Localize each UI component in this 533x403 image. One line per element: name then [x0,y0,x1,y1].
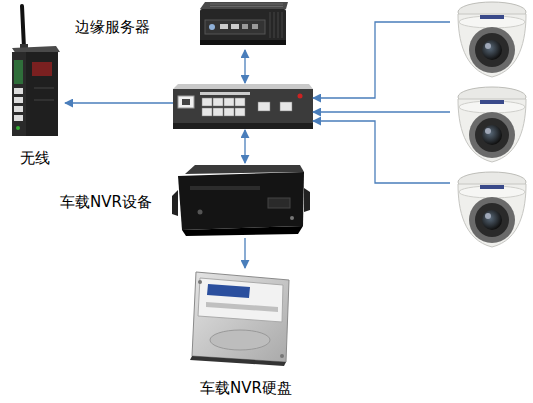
edge-server-device [200,2,288,9]
dome-camera [458,172,526,247]
edge-server-device [242,24,248,29]
hard-disk-device [207,284,250,298]
hard-disk-device [190,272,289,366]
network-switch-device [173,84,313,89]
network-switch-device [202,98,292,116]
edge-server-device [200,2,288,45]
edge-server-device [209,24,215,30]
edge-server-device [220,24,228,29]
edge-server-device [200,9,286,42]
connector-arrow [244,238,245,268]
wireless-router-device [16,126,20,130]
wireless-router-device [32,62,52,76]
network-switch-device [224,108,234,116]
vehicle-nvr-device [178,172,304,230]
edge-server-device [252,24,258,29]
node-label: 边缘服务器 [75,18,190,36]
vehicle-nvr-device [172,165,310,236]
network-switch-device [213,98,223,106]
edge-server-device [270,12,271,38]
network-switch-device [258,102,270,111]
connector-arrow [313,22,450,98]
hard-disk-device [280,354,284,358]
wireless-router-device [22,6,24,48]
camera-node [450,0,533,78]
edge-server-device [282,12,283,38]
edge-server-device [205,20,265,34]
camera-node [450,85,533,163]
wireless-router-device [14,106,23,112]
hard-disk-device [192,272,289,362]
wireless-router-device [14,97,23,103]
network-switch-device [298,94,303,99]
network-switch-device [202,108,212,116]
edge-server-device [231,24,239,29]
wireless-router-device [34,100,54,101]
nvr-node: 车载NVR设备 [60,163,305,238]
hard-disk-device [210,330,270,350]
vehicle-nvr-device [290,216,294,220]
edge-server-device [200,40,286,45]
hard-disk-device [190,356,286,366]
edge-server-device [278,12,279,38]
network-switch-device [173,84,313,129]
network-switch-device [235,98,245,106]
edge-server-device [274,12,275,38]
connector-arrow [313,111,450,112]
wireless-router-device [14,115,23,121]
network-switch-device [213,108,223,116]
dome-camera [458,2,526,77]
network-switch-device [202,98,212,106]
hard-disk-device [206,302,278,312]
vehicle-nvr-device [198,210,203,215]
dome-camera [458,87,526,162]
node-label: 车载NVR硬盘 [180,379,312,397]
wireless-node: 无线 [5,30,65,170]
network-switch-device [224,98,234,106]
connector-arrow [313,121,450,183]
wireless-router-device [12,52,26,136]
wireless-router-device [12,52,58,136]
node-label: 无线 [5,149,65,167]
network-switch-device [173,123,313,129]
network-switch-device [235,108,245,116]
connector-arrow [244,130,245,163]
disk-node: 车载NVR硬盘 [180,268,310,398]
camera-node [450,170,533,248]
server-node: 边缘服务器 [75,0,290,50]
switch-node [173,83,313,130]
wireless-router-device [12,6,60,136]
network-switch-device [178,96,194,108]
hard-disk-device [198,280,202,284]
wireless-router-device [14,88,23,94]
vehicle-nvr-device [304,188,310,212]
hard-disk-device [198,278,283,322]
node-label: 车载NVR设备 [60,193,178,211]
vehicle-nvr-device [182,226,303,236]
vehicle-nvr-device [172,190,178,216]
connector-arrow [244,50,245,83]
network-switch-device [280,102,292,111]
wireless-router-device [34,88,54,89]
network-switch-device [182,99,190,105]
wireless-router-device [14,60,23,84]
edge-server-device [210,6,283,7]
edge-server-device [210,4,283,5]
network-switch-device [173,89,313,123]
vehicle-nvr-device [268,198,290,208]
connector-arrow [65,102,173,103]
vehicle-nvr-device [190,186,260,190]
network-switch-device [200,92,250,95]
